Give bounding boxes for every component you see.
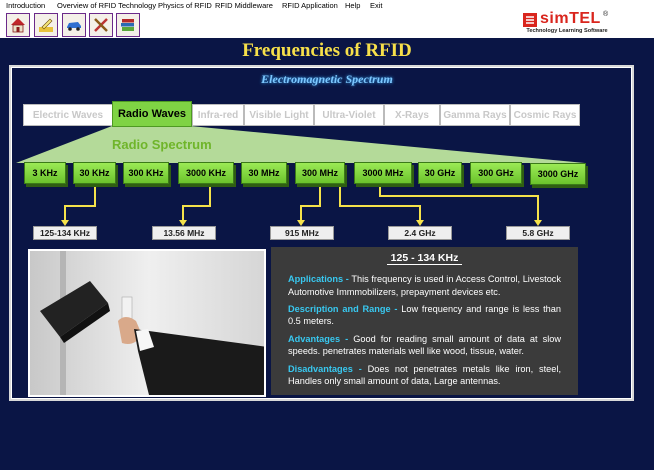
info-advantages: Advantages - Good for reading small amou… [288,333,561,357]
spectrum-subtitle: Electromagnetic Spectrum [261,72,393,86]
page-title: Frequencies of RFID [242,40,412,61]
info-title: 125 - 134 KHz [288,251,561,265]
menu-bar: Introduction Overview of RFID Technology… [0,0,654,12]
logo-brand: simTEL [540,10,601,27]
menu-introduction[interactable]: Introduction [6,1,46,10]
freq-3000ghz[interactable]: 3000 GHz [530,163,586,185]
menu-application[interactable]: RFID Application [282,1,338,10]
menu-middleware[interactable]: RFID Middleware [215,1,273,10]
transport-button[interactable] [62,13,86,37]
home-icon [11,18,25,33]
logo-tagline: Technology Learning Software [526,28,608,34]
car-icon [67,22,81,31]
band-125khz[interactable]: 125-134 KHz [33,226,97,240]
tools-button[interactable] [89,13,113,37]
freq-3000mhz[interactable]: 3000 MHz [354,162,412,184]
freq-30mhz[interactable]: 30 MHz [241,162,287,184]
library-button[interactable] [116,13,140,37]
freq-300mhz[interactable]: 300 MHz [295,162,345,184]
simtel-logo: simTEL ® Technology Learning Software [520,10,614,38]
wave-tab-visible[interactable]: Visible Light [244,104,314,126]
radio-spectrum-fan [16,126,585,163]
pen-icon [39,18,53,32]
info-disadvantages: Disadvantages - Does not penetrates meta… [288,363,561,387]
books-icon [121,19,134,31]
band-connectors [64,185,539,224]
freq-30ghz[interactable]: 30 GHz [418,162,462,184]
menu-help[interactable]: Help [345,1,361,10]
info-applications: Applications - This frequency is used in… [288,274,561,297]
card-reader-illustration [30,251,264,395]
spectrum-frame [9,65,634,401]
logo-mark [523,13,537,27]
band-5-8ghz[interactable]: 5.8 GHz [506,226,570,240]
menu-exit[interactable]: Exit [370,1,383,10]
tools-icon [94,18,108,32]
info-description: Description and Range - Low frequency an… [288,304,561,327]
access-control-photo [28,249,266,397]
freq-3khz[interactable]: 3 KHz [24,162,66,184]
freq-30khz[interactable]: 30 KHz [73,162,116,184]
home-button[interactable] [6,13,30,37]
freq-300ghz[interactable]: 300 GHz [470,162,522,184]
wave-tab-cosmic[interactable]: Cosmic Rays [510,104,580,126]
wave-tab-gamma[interactable]: Gamma Rays [440,104,510,126]
notes-button[interactable] [34,13,58,37]
frequency-info-panel: 125 - 134 KHz Applications - This freque… [271,247,578,395]
logo-registered: ® [603,11,609,18]
band-13mhz[interactable]: 13.56 MHz [152,226,216,240]
menu-physics[interactable]: Physics of RFID [158,1,212,10]
freq-3000khz[interactable]: 3000 KHz [178,162,234,184]
spectrum-frame-inner [11,67,632,399]
connector-arrows [61,220,542,226]
freq-300khz[interactable]: 300 KHz [123,162,169,184]
wave-tab-electric[interactable]: Electric Waves [23,104,113,126]
band-2-4ghz[interactable]: 2.4 GHz [388,226,452,240]
band-915mhz[interactable]: 915 MHz [270,226,334,240]
wave-tab-radio[interactable]: Radio Waves [112,101,192,127]
radio-spectrum-title: Radio Spectrum [112,137,212,152]
wave-tab-ultraviolet[interactable]: Ultra-Violet [314,104,384,126]
menu-overview[interactable]: Overview of RFID Technology [57,1,157,10]
wave-tab-infrared[interactable]: Infra-red [192,104,244,126]
wave-tab-xrays[interactable]: X-Rays [384,104,440,126]
